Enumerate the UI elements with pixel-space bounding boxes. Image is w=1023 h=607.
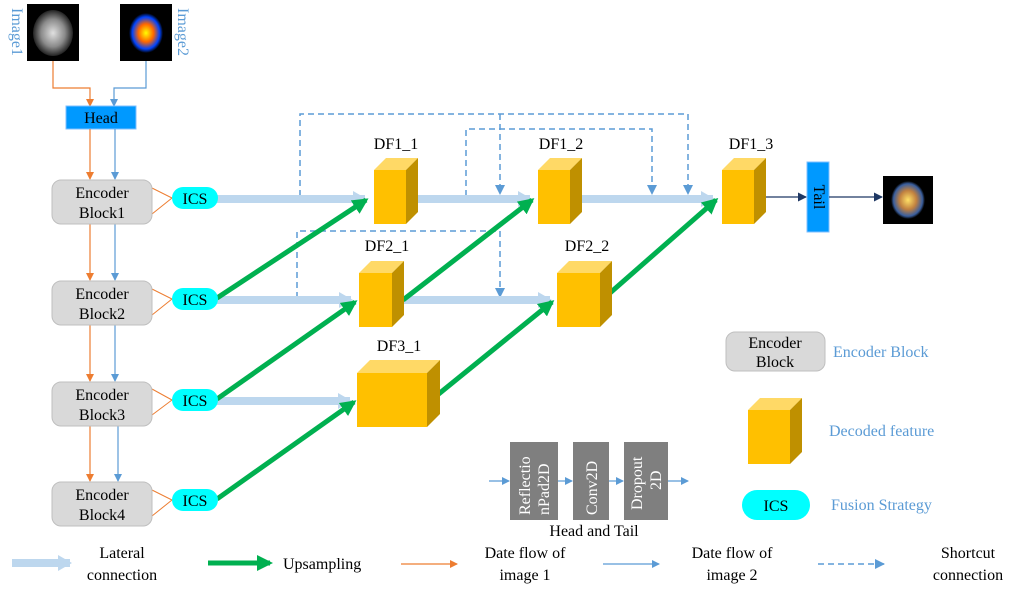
encoder-block-4-line2: Block4: [79, 507, 125, 524]
legend-ics-desc: Fusion Strategy: [831, 497, 932, 514]
ics-node-2-label: ICS: [183, 292, 208, 309]
enc2-ics-connector: [151, 288, 173, 316]
legend-shortcut-line1: Shortcut: [941, 545, 996, 562]
ht-caption: Head and Tail: [549, 523, 639, 540]
image1-to-head-line: [52, 61, 94, 107]
ht-layer1-line1: Reflectio: [517, 456, 534, 515]
image2-brain: [129, 13, 163, 53]
encoder-block-2-line2: Block2: [79, 306, 125, 323]
ht-layer-dropout: [624, 442, 668, 520]
upsampling-connections: [215, 197, 719, 502]
legend-lateral-line2: connection: [87, 567, 157, 584]
output-brain: [891, 181, 925, 219]
cube-df1-1: [374, 158, 418, 224]
enc4-ics-connector: [151, 489, 173, 517]
legend-flow2-line1: Date flow of: [692, 545, 774, 562]
legend-encoder-line1: Encoder: [748, 335, 802, 352]
ics-node-4: ICS: [172, 489, 218, 511]
encoder-block-1-line1: Encoder: [75, 185, 129, 202]
image2-to-head-line: [110, 61, 147, 107]
label-df1-2: DF1_2: [539, 136, 583, 153]
ics-node-2: ICS: [172, 288, 218, 310]
encoder-block-1: Encoder Block1: [51, 179, 153, 225]
ics-node-4-label: ICS: [183, 493, 208, 510]
lateral-connections: [217, 191, 715, 409]
encoder-block-3: Encoder Block3: [51, 381, 153, 427]
legend-encoder-block: Encoder Block Encoder Block: [725, 331, 929, 372]
label-df1-3: DF1_3: [729, 136, 773, 153]
encoder-block-4: Encoder Block4: [51, 481, 153, 527]
tail-label: Tail: [810, 185, 827, 210]
enc1-ics-connector: [151, 187, 173, 215]
head-block: [65, 105, 137, 130]
upsample-df3-1-df2-2: [428, 300, 555, 403]
upsample-ics4-df3-1: [215, 399, 357, 502]
shortcut-ics1-df1-3: [299, 113, 693, 196]
ics-node-1-label: ICS: [183, 191, 208, 208]
encoder-block-2-line1: Encoder: [75, 286, 129, 303]
encoder-block-3-line1: Encoder: [75, 387, 129, 404]
label-df3-1: DF3_1: [377, 338, 421, 355]
ht-layer-conv: [573, 442, 609, 520]
cube-df1-2: [538, 158, 582, 224]
ics-node-3: ICS: [172, 389, 218, 411]
head-tail-structure: Reflectio nPad2D Conv2D Dropout 2D Head …: [489, 442, 689, 540]
label-df2-2: DF2_2: [565, 238, 609, 255]
legend-encoder-line2: Block: [756, 354, 794, 371]
legend-upsampling: Upsampling: [283, 556, 361, 573]
upsample-df2-1-df1-2: [401, 198, 535, 302]
upsample-ics3-df2-1: [215, 299, 358, 402]
cube-df3-1: [357, 360, 440, 427]
legend-flow2-line2: image 2: [706, 567, 757, 584]
ht-layer2: Conv2D: [584, 461, 601, 515]
legend-ics: ICS Fusion Strategy: [742, 490, 932, 520]
shortcut-lateral1-df1-3: [465, 128, 657, 196]
ics-node-1: ICS: [172, 187, 218, 209]
image1-brain: [33, 10, 73, 56]
legend-lateral-line1: Lateral: [99, 545, 145, 562]
shortcut-connections: [296, 113, 693, 298]
encoder-block-3-line2: Block3: [79, 407, 125, 424]
ht-layer3-line1: Dropout: [629, 456, 646, 510]
ics-node-3-label: ICS: [183, 393, 208, 410]
legend-shortcut-line2: connection: [933, 567, 1003, 584]
legend-decoded-desc: Decoded feature: [829, 423, 934, 440]
legend-flow1-line1: Date flow of: [485, 545, 567, 562]
legend-decoded-feature: Decoded feature: [748, 398, 934, 464]
upsample-ics2-df1-1: [215, 197, 369, 301]
ht-layer-reflection: [510, 442, 558, 520]
cube-df2-2: [557, 261, 612, 327]
label-df2-1: DF2_1: [365, 238, 409, 255]
ht-layer1-line2: nPad2D: [536, 463, 553, 515]
cube-df2-1: [359, 261, 404, 327]
ht-layer3-line2: 2D: [648, 470, 665, 490]
encoder-block-1-line2: Block1: [79, 205, 125, 222]
legend-bottom: Lateral connection Upsampling Date flow …: [12, 545, 1003, 584]
shortcut-ics2-df2-2: [296, 230, 505, 298]
legend-encoder-desc: Encoder Block: [833, 344, 929, 361]
legend-flow1-line2: image 1: [499, 567, 550, 584]
upsample-df2-2-df1-3: [600, 198, 719, 302]
cube-df1-3: [722, 158, 766, 224]
encoder-block-4-line1: Encoder: [75, 487, 129, 504]
image2-label: Image2: [174, 8, 191, 56]
enc3-ics-connector: [151, 388, 173, 416]
label-df1-1: DF1_1: [374, 136, 418, 153]
legend-ics-label: ICS: [764, 498, 789, 515]
encoder-block-2: Encoder Block2: [51, 280, 153, 326]
head-label: Head: [84, 110, 118, 127]
image1-label: Image1: [8, 8, 25, 56]
